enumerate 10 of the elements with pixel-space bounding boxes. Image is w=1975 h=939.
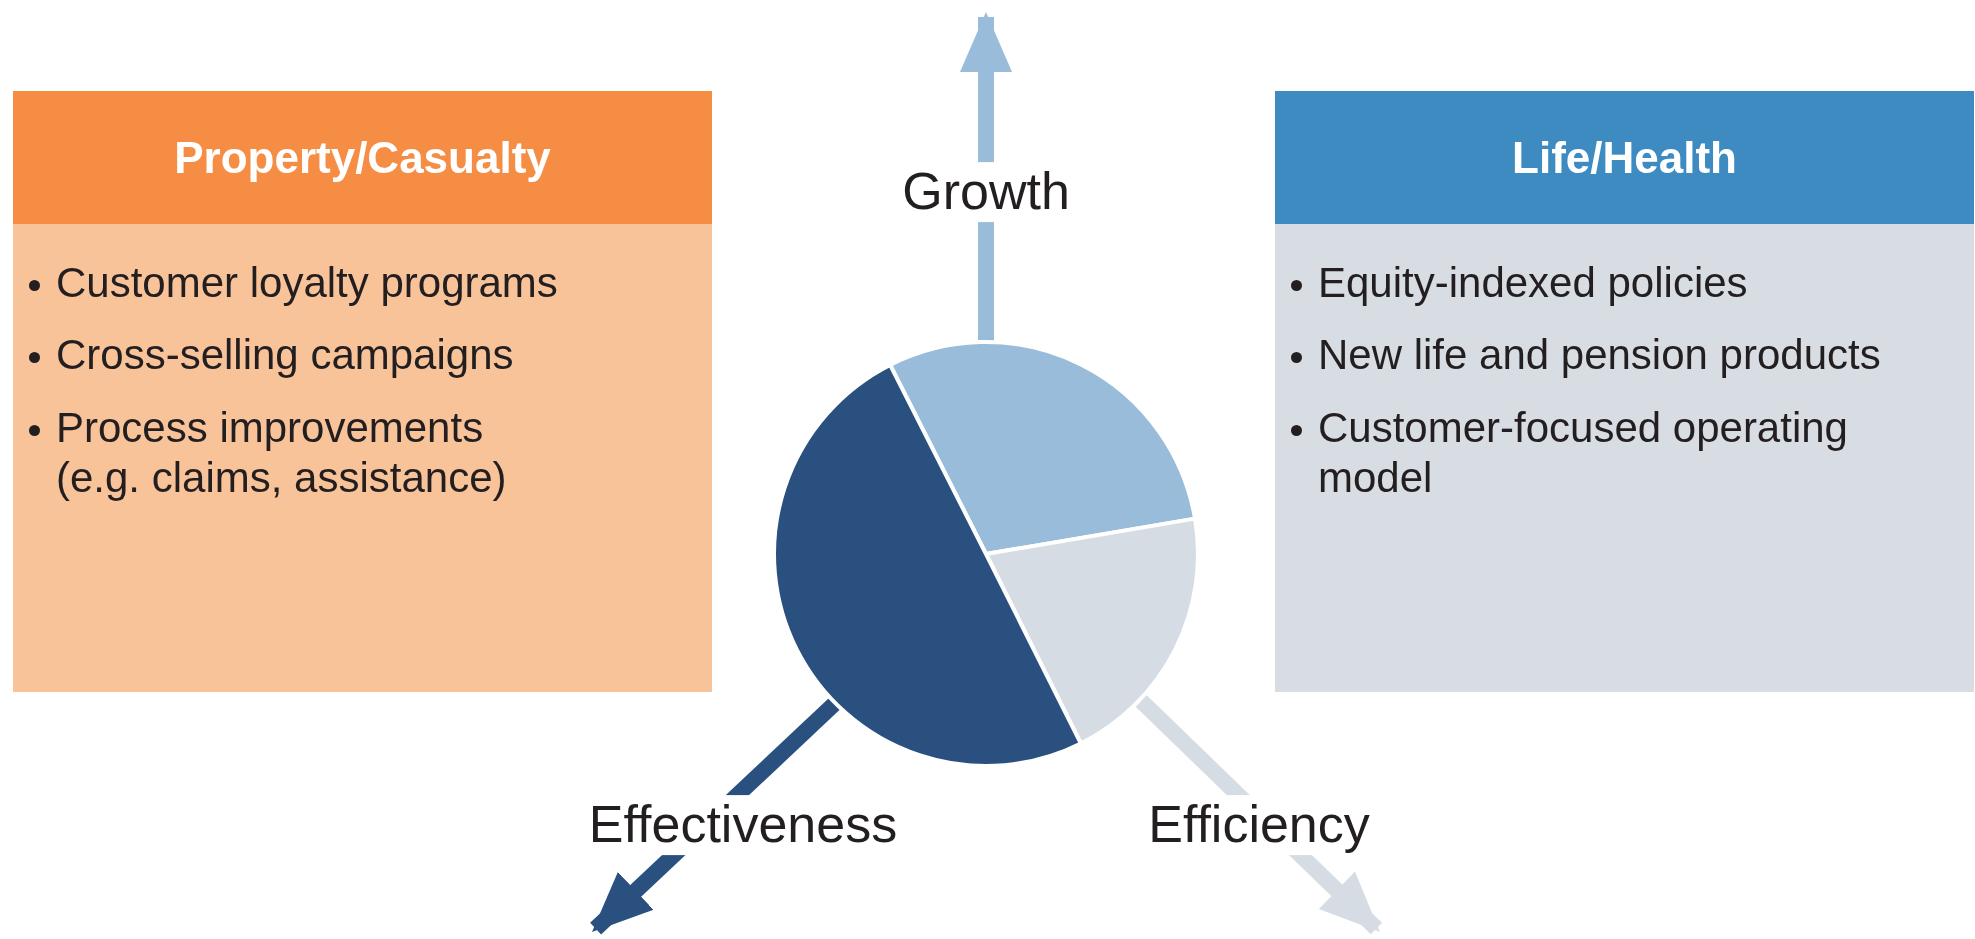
category-panel	[1275, 91, 1974, 692]
bullet-text: Equity-indexed policies	[1318, 258, 1748, 308]
bullet-text: Cross-selling campaigns	[56, 330, 514, 381]
bullet-text: Customer loyalty programs	[56, 258, 558, 308]
panel-title: Property/Casualty	[174, 131, 551, 184]
bullet-text: Process improvements (e.g. claims, assistance)	[56, 402, 508, 504]
panel-title: Life/Health	[1512, 131, 1737, 184]
bullet-text: New life and pension products	[1318, 330, 1881, 381]
bullet-text: Customer-focused operating model	[1318, 402, 1849, 504]
category-panel	[13, 91, 712, 692]
